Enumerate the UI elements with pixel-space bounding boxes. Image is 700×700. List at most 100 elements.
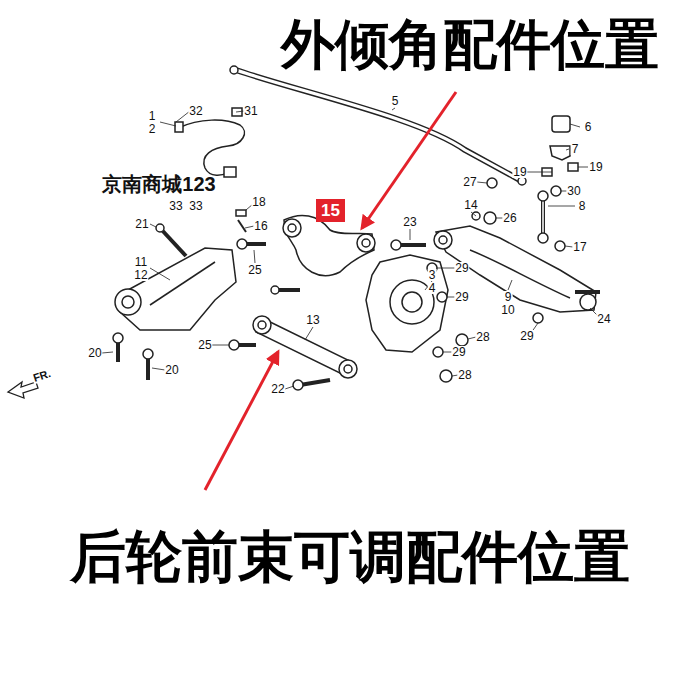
leader-line	[566, 149, 569, 150]
leader-line	[150, 224, 156, 227]
trailing-arm	[237, 239, 247, 249]
knuckle	[433, 347, 443, 357]
leader-line	[150, 268, 170, 280]
abs-sensor	[175, 108, 246, 232]
callout-number: 19	[588, 161, 603, 173]
abs-sensor	[236, 210, 246, 216]
callout-number: 29	[451, 346, 466, 358]
knuckle	[391, 240, 401, 250]
toe-link	[344, 365, 352, 373]
lower-arm	[575, 290, 600, 294]
trailing-arm	[277, 288, 300, 292]
knuckle	[456, 334, 468, 346]
leader-line	[548, 206, 575, 207]
callout-number: 23	[402, 216, 417, 228]
callout-number: 29	[454, 262, 469, 274]
callout-number: 26	[502, 212, 517, 224]
stabilizer-parts	[487, 116, 578, 251]
leader-line	[437, 268, 455, 269]
callout-number: 13	[305, 314, 320, 326]
pointer-arrow	[205, 352, 278, 490]
callout-number: 32	[188, 105, 203, 117]
lower-arm	[472, 212, 480, 220]
toe-link	[300, 380, 330, 385]
upper-arm	[283, 215, 375, 275]
trailing-arm	[143, 349, 153, 359]
toe-link	[293, 380, 303, 390]
pointer-arrow	[205, 92, 456, 490]
abs-sensor	[175, 122, 183, 132]
leader-line	[527, 172, 552, 173]
knuckle	[437, 292, 447, 302]
direction-label: FR.	[31, 368, 53, 385]
callout-number: 9	[504, 291, 513, 303]
title-text: 外倾角配件位置	[281, 15, 659, 74]
toe-link	[253, 316, 271, 334]
leader-line	[570, 124, 580, 127]
stabilizer-parts	[568, 163, 578, 171]
upper-arm	[362, 239, 370, 247]
upper-arm	[283, 219, 301, 237]
callout-number: 18	[251, 196, 266, 208]
stabilizer-bar	[230, 66, 526, 185]
callout-number: 29	[454, 291, 469, 303]
leader-line	[152, 368, 165, 370]
callout-number: 2	[148, 123, 157, 135]
callout-number: 33	[188, 200, 203, 212]
trailing-arm	[113, 333, 123, 343]
trailing-arm	[115, 289, 141, 315]
trailing-arm	[271, 286, 279, 294]
leader-line	[305, 327, 313, 340]
leader-line	[471, 212, 476, 216]
callout-number: 25	[247, 264, 262, 276]
leader-line	[508, 280, 512, 290]
lower-arm	[470, 250, 570, 298]
leader-line	[410, 229, 411, 240]
pointer-arrow	[362, 92, 456, 228]
knuckle	[440, 370, 452, 382]
callout-number: 5	[391, 95, 400, 107]
callout-number: 20	[164, 364, 179, 376]
stabilizer-parts	[542, 196, 544, 236]
callout-number: 30	[566, 185, 581, 197]
leader-line	[102, 352, 113, 353]
callout-number: 27	[462, 176, 477, 188]
callout-number: 24	[596, 313, 611, 325]
upper-arm	[357, 234, 375, 252]
stabilizer-parts	[551, 186, 561, 196]
callout-number: 28	[475, 331, 490, 343]
caption-text: 后轮前束可调配件位置	[70, 526, 630, 588]
leader-line	[285, 386, 294, 389]
callout-number: 19	[512, 166, 527, 178]
knuckle	[366, 255, 448, 352]
callout-number: 33	[168, 200, 183, 212]
callout-number: 11	[134, 256, 148, 268]
stabilizer-bar	[230, 66, 238, 74]
leader-line	[392, 108, 395, 110]
leader-line	[254, 250, 255, 263]
callout-number: 31	[243, 105, 258, 117]
trailing-arm	[113, 224, 300, 380]
stabilizer-parts	[550, 146, 570, 160]
callout-number: 8	[578, 200, 587, 212]
callout-number: 3	[428, 269, 437, 281]
lower-arm	[434, 212, 600, 323]
callout-number: 12	[133, 269, 148, 281]
trailing-arm	[120, 248, 236, 330]
callout-number: 21	[134, 218, 149, 230]
stabilizer-parts	[541, 196, 545, 236]
trailing-arm	[122, 296, 134, 308]
callout-number: 20	[87, 347, 102, 359]
knuckle	[402, 292, 422, 312]
callout-box: 15	[316, 199, 345, 222]
stabilizer-parts	[487, 178, 497, 188]
callout-number: 16	[253, 220, 268, 232]
abs-sensor	[224, 167, 236, 177]
stabilizer-parts	[552, 116, 570, 132]
abs-sensor	[238, 220, 246, 232]
lower-arm	[484, 212, 496, 224]
stabilizer-parts	[555, 241, 565, 251]
trailing-arm	[156, 224, 164, 232]
